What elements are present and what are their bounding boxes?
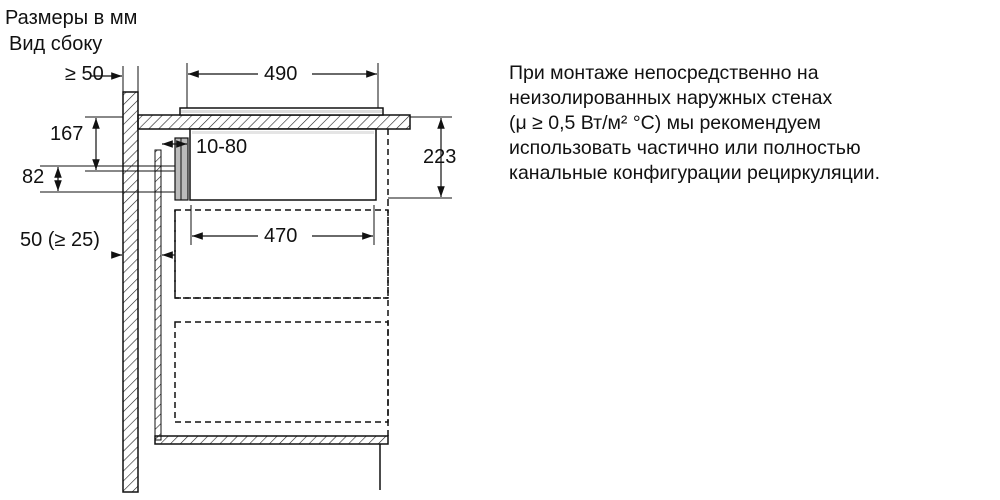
dim-cutout-label: 470 <box>264 225 297 247</box>
worktop <box>137 114 411 130</box>
hob-body <box>189 128 377 201</box>
dim-82-label: 82 <box>22 166 44 188</box>
note-line: (μ ≥ 0,5 Вт/м² °C) мы рекомендуем <box>509 112 821 134</box>
note-line: При монтаже непосредственно на <box>509 62 819 84</box>
note-line: канальные конфигурации рециркуляции. <box>509 162 880 184</box>
hob-glass-shadow <box>181 110 382 113</box>
hob-inner-top <box>192 131 374 134</box>
wall <box>122 91 139 493</box>
dim-hob-width-label: 490 <box>264 63 297 85</box>
dim-223-label: 223 <box>423 146 456 168</box>
cabinet-rear-panel <box>154 149 162 441</box>
dim-min-wall-gap-label: ≥ 50 <box>65 63 104 85</box>
dim-rear-gap-label: 50 (≥ 25) <box>20 229 100 251</box>
lower-drawer <box>174 321 389 423</box>
units-label: Размеры в мм <box>5 7 138 29</box>
note-line: использовать частично или полностью <box>509 137 861 159</box>
installation-note: При монтаже непосредственно на неизолиро… <box>509 61 989 186</box>
cabinet-bottom <box>154 435 389 445</box>
view-label: Вид сбоку <box>9 33 103 55</box>
note-line: неизолированных наружных стенах <box>509 87 833 109</box>
cabinet-outline <box>174 129 389 440</box>
dim-duct-range-label: 10-80 <box>196 136 247 158</box>
dim-167-label: 167 <box>50 123 83 145</box>
